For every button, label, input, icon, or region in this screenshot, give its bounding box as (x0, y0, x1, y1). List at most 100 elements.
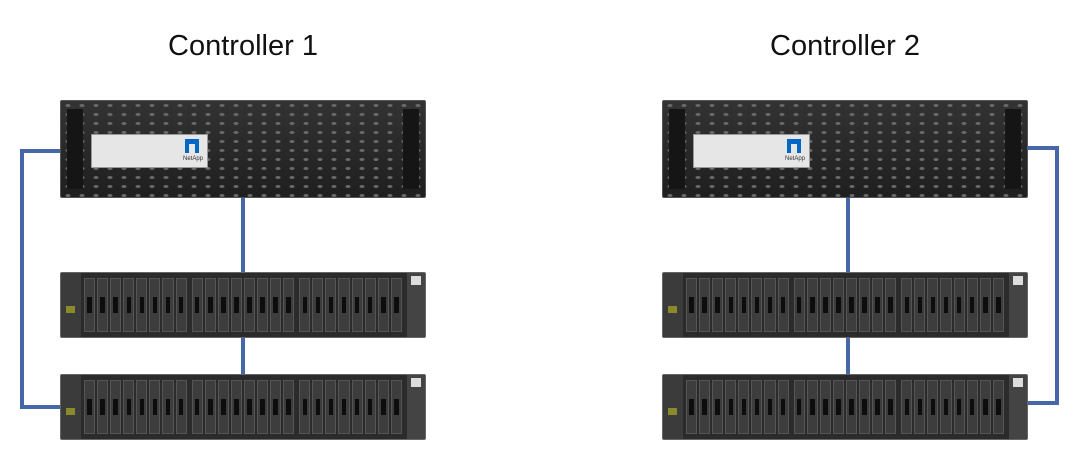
controller-2-title: Controller 2 (770, 30, 920, 62)
shelf-left-ear (61, 375, 81, 439)
drive-bay (312, 278, 324, 332)
drive-bay (793, 380, 805, 434)
drive-bay (845, 278, 858, 332)
drive-bay (377, 380, 389, 434)
drive-bay (725, 278, 737, 332)
drive-bay (819, 278, 831, 332)
drive-bay (699, 380, 711, 434)
drive-bay (979, 278, 991, 332)
drive-bay (927, 380, 939, 434)
cable (846, 338, 850, 374)
drive-bay (230, 380, 242, 434)
controller-label: NetApp (693, 134, 810, 168)
drive-bay (832, 278, 844, 332)
logo-text: NetApp (784, 156, 805, 162)
netapp-logo-icon (185, 139, 199, 153)
status-led-icon (668, 408, 677, 415)
drive-bay (191, 380, 203, 434)
shelf-left-ear (663, 273, 683, 337)
controller-1-shelf-2 (60, 374, 426, 440)
drive-bay (872, 278, 884, 332)
netapp-logo-icon (411, 276, 421, 285)
drive-bay (97, 380, 109, 434)
drive-group-gap (295, 380, 298, 434)
drive-bay (940, 380, 952, 434)
netapp-logo-icon (411, 378, 421, 387)
controller-2: NetApp (662, 100, 1028, 198)
drive-bay (123, 278, 135, 332)
drive-bay (312, 380, 324, 434)
drive-bay (110, 380, 122, 434)
drive-bay (901, 380, 913, 434)
shelf-left-ear (663, 375, 683, 439)
drive-bay (270, 278, 282, 332)
drive-bay (992, 278, 1004, 332)
cable (20, 405, 60, 409)
drive-bay (364, 278, 376, 332)
drive-bay (966, 380, 978, 434)
drive-bay (204, 278, 216, 332)
cable (1027, 146, 1059, 150)
drive-bay (162, 278, 174, 332)
cable (1055, 146, 1059, 405)
drive-bay (806, 278, 818, 332)
drive-bay (764, 380, 776, 434)
drive-bay (351, 380, 363, 434)
drive-bay (84, 278, 96, 332)
drive-bay (832, 380, 844, 434)
drive-bay (953, 278, 965, 332)
drive-bay (979, 380, 991, 434)
drive-bay (777, 278, 789, 332)
cable (20, 149, 24, 409)
drive-bay (270, 380, 282, 434)
shelf-right-ear (407, 375, 425, 439)
drive-bay (257, 278, 269, 332)
drive-bay (136, 380, 148, 434)
netapp-logo-icon (1013, 276, 1023, 285)
drive-bay (777, 380, 789, 434)
cable (20, 149, 60, 153)
netapp-logo-icon (787, 139, 801, 153)
drive-bay (953, 380, 965, 434)
drive-bay (325, 380, 337, 434)
drive-bay (927, 278, 939, 332)
drive-bay (123, 380, 135, 434)
status-led-icon (66, 408, 75, 415)
drive-bay (136, 278, 148, 332)
drive-bay (283, 278, 295, 332)
drive-group-gap (790, 278, 793, 332)
status-led-icon (668, 306, 677, 313)
drive-bay (97, 278, 109, 332)
drive-bay (257, 380, 269, 434)
drive-bay (191, 278, 203, 332)
drive-group-gap (790, 380, 793, 434)
drive-bay (819, 380, 831, 434)
drive-bay (738, 380, 750, 434)
drive-bay (283, 380, 295, 434)
drive-bay (914, 380, 926, 434)
drive-bay (686, 278, 698, 332)
drive-bay (217, 380, 229, 434)
drive-bay (712, 278, 724, 332)
controller-1-shelf-1 (60, 272, 426, 338)
drive-bay (793, 278, 805, 332)
drive-bay (686, 380, 698, 434)
drive-bay (992, 380, 1004, 434)
drive-group-gap (188, 278, 191, 332)
drive-bay (149, 278, 161, 332)
drive-bay (299, 278, 311, 332)
shelf-right-ear (1009, 273, 1027, 337)
drive-bay (390, 380, 402, 434)
drive-bay (725, 380, 737, 434)
shelf-left-ear (61, 273, 81, 337)
drive-bay (351, 278, 363, 332)
controller-2-shelf-2 (662, 374, 1028, 440)
drive-bay (738, 278, 750, 332)
drive-group-gap (295, 278, 298, 332)
logo-text: NetApp (182, 156, 203, 162)
drive-group-gap (897, 380, 900, 434)
controller-2-shelf-1 (662, 272, 1028, 338)
drive-bay (390, 278, 402, 332)
drive-bay (901, 278, 913, 332)
drive-bay (110, 278, 122, 332)
